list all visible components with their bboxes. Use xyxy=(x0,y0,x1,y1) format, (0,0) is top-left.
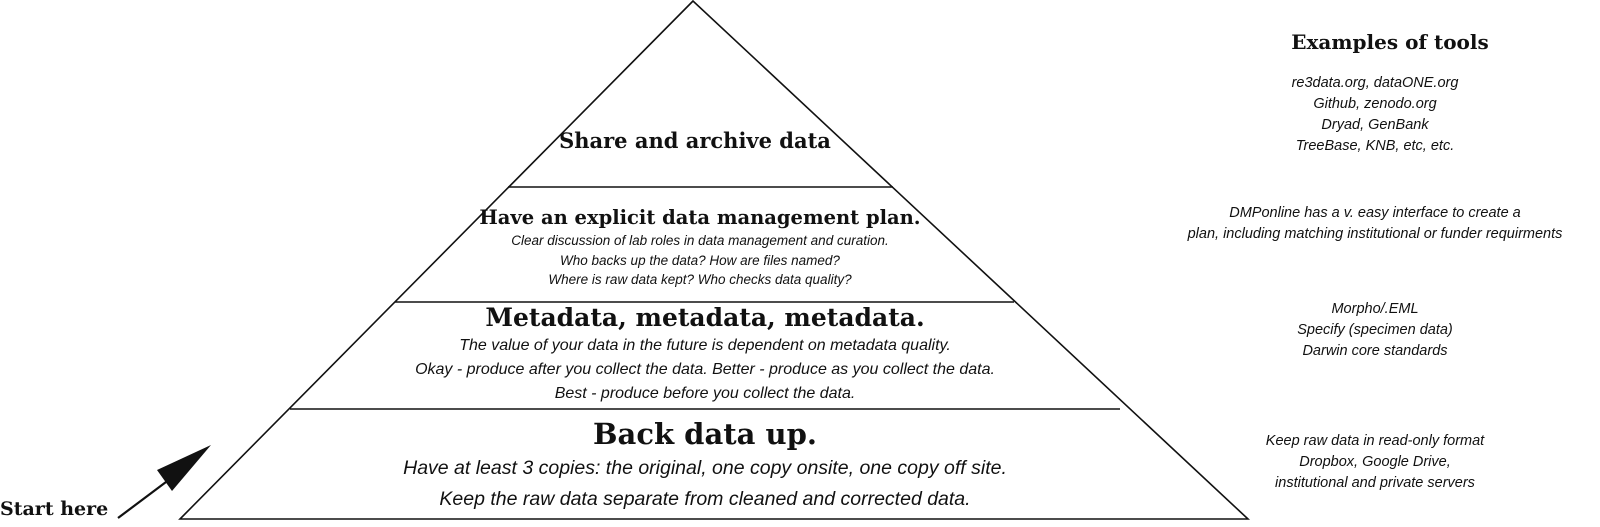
tools-metadata: Morpho/.EML Specify (specimen data) Darw… xyxy=(1150,299,1600,362)
tier-4-title: Back data up. xyxy=(593,417,817,451)
tools-backup-line-3: institutional and private servers xyxy=(1275,475,1475,491)
tier-data-management-plan: Have an explicit data management plan. C… xyxy=(440,205,960,290)
tools-share-archive: re3data.org, dataONE.org Github, zenodo.… xyxy=(1150,73,1600,157)
tier-4-line-1: Have at least 3 copies: the original, on… xyxy=(403,457,1007,479)
tier-2-line-2: Who backs up the data? How are files nam… xyxy=(560,252,840,268)
tier-2-line-3: Where is raw data kept? Who checks data … xyxy=(548,272,852,287)
tier-3-line-1: The value of your data in the future is … xyxy=(459,337,951,354)
pyramid-triangle xyxy=(178,0,1251,520)
tools-dmp-line-1: DMPonline has a v. easy interface to cre… xyxy=(1229,205,1521,221)
start-arrow-head xyxy=(157,445,211,491)
tier-3-line-3: Best - produce before you collect the da… xyxy=(554,385,856,402)
tools-heading: Examples of tools xyxy=(1291,30,1489,54)
tools-share-line-3: Dryad, GenBank xyxy=(1321,117,1429,133)
tools-backup-line-1: Keep raw data in read-only format xyxy=(1265,433,1485,449)
tier-4-line-2: Keep the raw data separate from cleaned … xyxy=(439,488,971,510)
tools-share-line-2: Github, zenodo.org xyxy=(1313,96,1437,112)
tier-1-title: Share and archive data xyxy=(559,128,831,153)
tier-share-archive: Share and archive data xyxy=(480,128,910,153)
tier-2-line-1: Clear discussion of lab roles in data ma… xyxy=(511,233,889,248)
tools-dmp: DMPonline has a v. easy interface to cre… xyxy=(1150,203,1600,245)
tools-metadata-line-2: Specify (specimen data) xyxy=(1297,322,1453,338)
tier-3-line-2: Okay - produce after you collect the dat… xyxy=(415,361,995,378)
tier-3-title: Metadata, metadata, metadata. xyxy=(485,303,925,332)
tools-backup-line-2: Dropbox, Google Drive, xyxy=(1299,454,1451,470)
tools-metadata-line-1: Morpho/.EML xyxy=(1331,301,1419,317)
tier-back-data-up: Back data up. Have at least 3 copies: th… xyxy=(290,415,1120,515)
tools-metadata-line-3: Darwin core standards xyxy=(1302,343,1448,359)
tools-backup: Keep raw data in read-only format Dropbo… xyxy=(1150,431,1600,494)
tools-share-line-1: re3data.org, dataONE.org xyxy=(1291,75,1459,91)
tier-2-title: Have an explicit data management plan. xyxy=(479,206,921,229)
tier-metadata: Metadata, metadata, metadata. The value … xyxy=(360,302,1050,406)
tools-dmp-line-2: plan, including matching institutional o… xyxy=(1187,226,1563,242)
start-here-label: Start here xyxy=(0,498,109,520)
tools-share-line-4: TreeBase, KNB, etc, etc. xyxy=(1295,138,1455,154)
